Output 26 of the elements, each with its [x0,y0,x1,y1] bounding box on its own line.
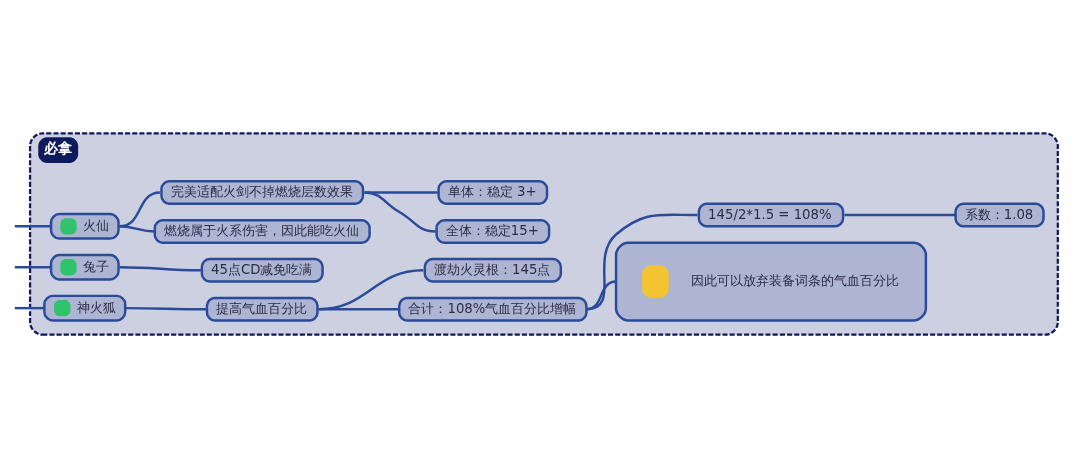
connector [119,225,155,233]
node-box: 燃烧属于火系伤害，因此能吃火仙 [153,218,371,244]
connector [318,307,400,311]
connector [14,266,50,269]
connector [364,191,436,233]
node-box: 45点CD减免吃满 [200,257,324,283]
node-box: 渡劫火灵根：145点 [423,257,563,283]
connector [586,280,617,311]
node-box: 完美适配火剑不掉燃烧层数效果 [160,180,365,206]
connector [14,225,50,228]
connector [119,266,201,272]
node-box: 火仙 [49,212,120,240]
node-box: 兔子 [49,253,120,281]
node-box: 145/2*1.5 = 108% [697,202,845,228]
connector [14,306,44,310]
connector [586,213,698,311]
connector [125,306,206,311]
connector [844,213,956,217]
node-box: 提高气血百分比 [205,296,319,322]
node-box: 系数：1.08 [954,202,1045,228]
node-box: 单体：稳定 3+ [437,180,549,206]
connector [318,269,424,311]
node-box: 神火狐 [43,294,127,322]
node-box: 因此可以放弃装备词条的气血百分比 [614,241,928,322]
node-box: 合计：108%气血百分比增幅 [398,296,588,322]
node-box: 全体：稳定15+ [435,218,551,244]
